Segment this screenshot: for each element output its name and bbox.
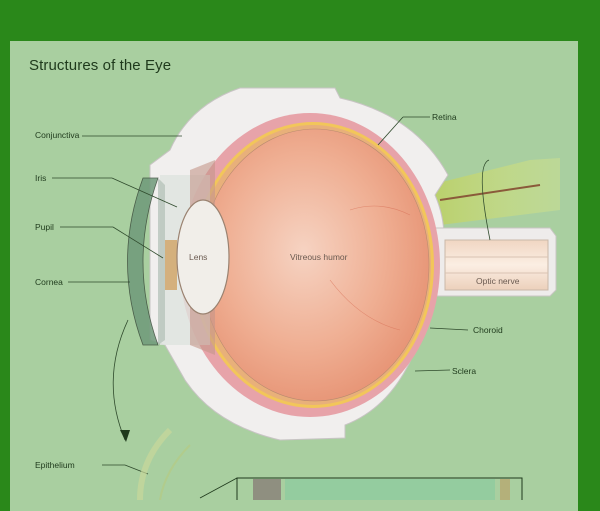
eye-muscle <box>430 158 560 225</box>
leader-lines <box>52 116 491 475</box>
label-lens: Lens <box>189 252 208 262</box>
label-vitreous-humor: Vitreous humor <box>290 252 348 262</box>
arrow-head-icon <box>120 430 130 442</box>
label-conjunctiva: Conjunctiva <box>35 130 80 140</box>
label-epithelium: Epithelium <box>35 460 75 470</box>
label-retina: Retina <box>432 112 457 122</box>
label-optic-nerve: Optic nerve <box>476 276 520 286</box>
label-sclera: Sclera <box>452 366 477 376</box>
figure-title: Structures of the Eye <box>29 57 172 74</box>
label-cornea: Cornea <box>35 277 63 287</box>
label-pupil: Pupil <box>35 222 54 232</box>
iris-band <box>165 240 177 290</box>
label-choroid: Choroid <box>473 325 503 335</box>
optic-nerve <box>444 239 549 291</box>
label-iris: Iris <box>35 173 47 183</box>
eye-cross-section <box>52 87 560 500</box>
vitreous-body <box>200 128 430 402</box>
lens-shape <box>176 199 230 315</box>
cornea-detail-box <box>199 477 523 500</box>
